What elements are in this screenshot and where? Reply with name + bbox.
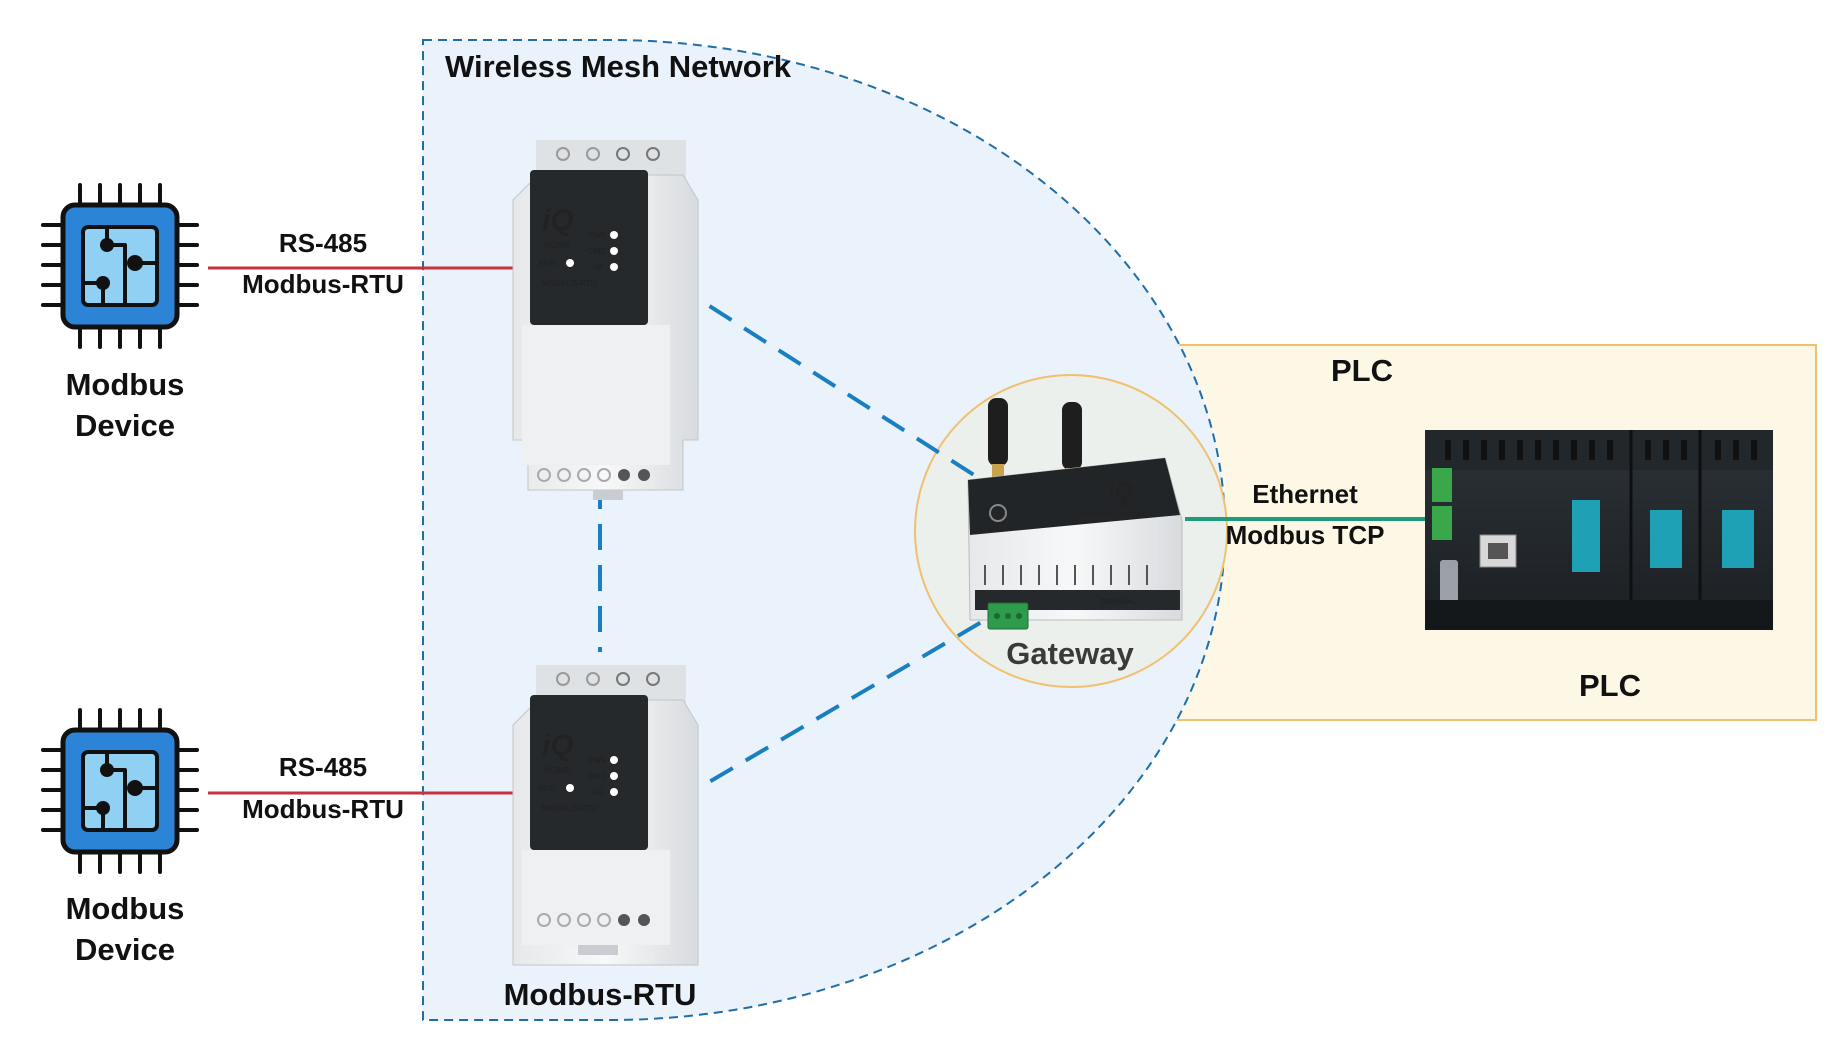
- gateway-brand-home: HOME: [1110, 501, 1135, 510]
- mesh-title: Wireless Mesh Network: [445, 49, 792, 84]
- device-1-link-rs485: RS-485: [279, 228, 367, 258]
- wireless-link-rtu2-gateway: [673, 618, 987, 804]
- rtu2-led-rf-label: RF: [593, 788, 604, 797]
- device-2-link-modbus-rtu: Modbus-RTU: [242, 794, 404, 824]
- plc-link-modbus-tcp: Modbus TCP: [1226, 520, 1385, 550]
- rtu-caption: Modbus-RTU: [504, 977, 697, 1012]
- plc-device: [1425, 430, 1773, 630]
- rtu1-led-rf-label: RF: [593, 263, 604, 272]
- device-2-link-rs485: RS-485: [279, 752, 367, 782]
- modbus-rtu-module-1: iQ HOME PWR CMD PAIR RF MODBUS-RTU: [512, 140, 699, 500]
- modbus-rtu-module-2: iQ HOME PWR CMD PAIR RF MODBUS-RTU: [512, 665, 699, 966]
- plc-label: PLC: [1579, 668, 1641, 703]
- gateway-brand-iq: iQ: [1108, 477, 1134, 504]
- device-2-label-line1: Modbus: [66, 891, 185, 926]
- gateway-label: Gateway: [1006, 636, 1134, 671]
- rtu2-brand-home: HOME: [544, 765, 571, 775]
- gateway-terminal-label: TERMINAL: [1100, 599, 1137, 606]
- device-1-label-line2: Device: [75, 408, 175, 443]
- modbus-device-2-chip-icon: [43, 710, 197, 872]
- rtu2-brand-iq: iQ: [542, 729, 574, 762]
- rtu1-brand-iq: iQ: [542, 204, 574, 237]
- rtu2-led-cmd-label: CMD: [588, 772, 606, 781]
- rtu1-brand-home: HOME: [544, 240, 571, 250]
- gateway-antenna-1: [988, 398, 1008, 466]
- gateway-subtitle: INDUSTRIAL GATEWAY: [1078, 512, 1145, 518]
- device-1-label-line1: Modbus: [66, 367, 185, 402]
- plc-serial-port: [1440, 560, 1458, 606]
- plc-zone-title: PLC: [1331, 353, 1393, 388]
- gateway-antenna-2: [1062, 402, 1082, 470]
- rtu2-model-label: MODBUS-RTU: [542, 804, 597, 813]
- rtu2-led-pair-label: PAIR: [538, 784, 557, 793]
- device-1-link-modbus-rtu: Modbus-RTU: [242, 269, 404, 299]
- gateway-device: iQ HOME INDUSTRIAL GATEWAY TERMINAL: [967, 398, 1183, 630]
- wireless-link-rtu1-gateway: [673, 282, 987, 484]
- device-2-label-line2: Device: [75, 932, 175, 967]
- rtu1-led-pair-label: PAIR: [538, 259, 557, 268]
- rtu1-model-label: MODBUS-RTU: [542, 279, 597, 288]
- modbus-device-1-chip-icon: [43, 185, 197, 347]
- rtu2-led-pwr-label: PWR: [588, 756, 607, 765]
- rtu1-led-pwr-label: PWR: [588, 231, 607, 240]
- rtu1-led-cmd-label: CMD: [588, 247, 606, 256]
- plc-link-ethernet: Ethernet: [1252, 479, 1358, 509]
